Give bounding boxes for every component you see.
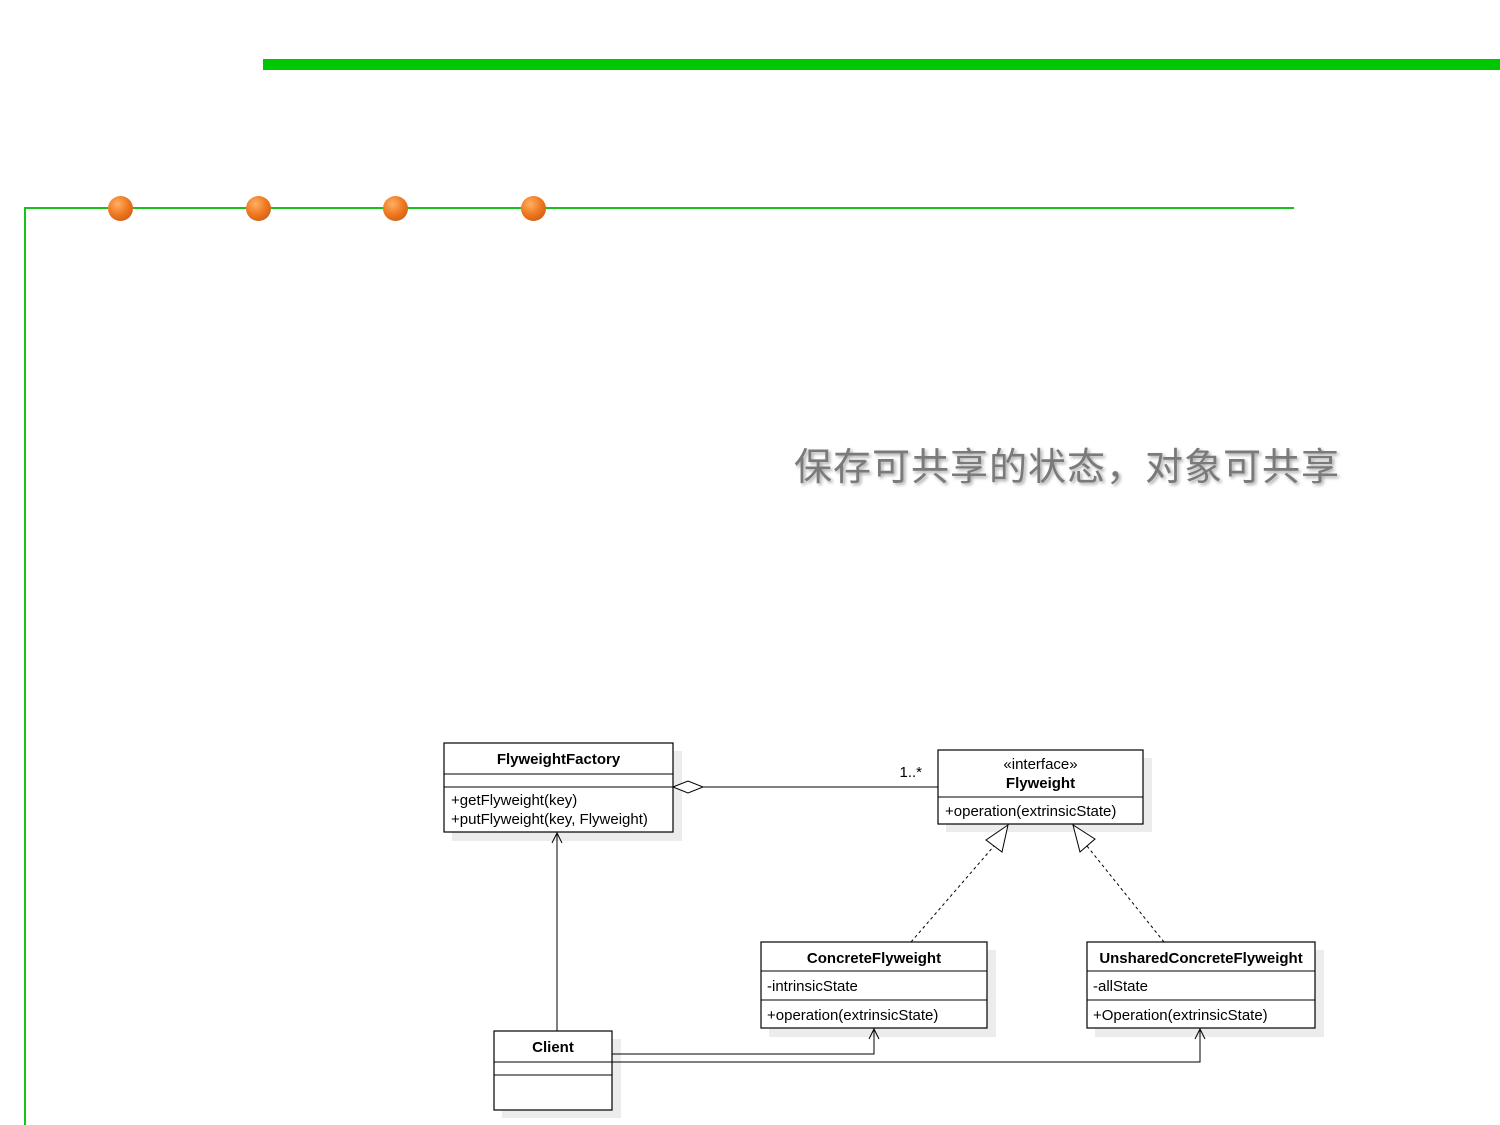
method: +putFlyweight(key, Flyweight) <box>451 811 648 828</box>
frame-top-line <box>24 207 1294 209</box>
method: +operation(extrinsicState) <box>767 1007 938 1024</box>
decoration-dot <box>383 196 408 221</box>
attribute: -intrinsicState <box>767 978 858 995</box>
association-connector <box>612 1027 880 1055</box>
frame-left-line <box>24 207 26 1125</box>
realization-connector <box>910 823 1009 943</box>
class-flyweight-factory[interactable]: FlyweightFactory +getFlyweight(key) +put… <box>443 742 674 833</box>
class-name: ConcreteFlyweight <box>807 950 941 967</box>
stereotype: «interface» <box>1003 756 1077 773</box>
realization-connector <box>1072 823 1165 943</box>
class-client[interactable]: Client <box>493 1030 613 1111</box>
class-name: FlyweightFactory <box>497 751 621 768</box>
class-concrete-flyweight[interactable]: ConcreteFlyweight -intrinsicState +opera… <box>760 941 988 1029</box>
class-flyweight-interface[interactable]: «interface» Flyweight +operation(extrins… <box>937 749 1144 825</box>
decoration-dot <box>521 196 546 221</box>
association-connector <box>612 1027 1206 1063</box>
attribute: -allState <box>1093 978 1148 995</box>
decoration-dot <box>108 196 133 221</box>
accent-bar <box>263 59 1500 70</box>
class-unshared-concrete-flyweight[interactable]: UnsharedConcreteFlyweight -allState +Ope… <box>1086 941 1316 1029</box>
multiplicity-label: 1..* <box>899 764 922 781</box>
class-name: Flyweight <box>1006 775 1075 792</box>
method: +Operation(extrinsicState) <box>1093 1007 1268 1024</box>
aggregation-connector: 1..* <box>671 764 938 794</box>
slide-subtitle: 保存可共享的状态，对象可共享 <box>794 445 1341 489</box>
method: +operation(extrinsicState) <box>945 803 1116 820</box>
decoration-dot <box>246 196 271 221</box>
method: +getFlyweight(key) <box>451 792 577 809</box>
class-name: UnsharedConcreteFlyweight <box>1099 950 1302 967</box>
association-connector <box>551 831 563 1031</box>
class-name: Client <box>532 1039 574 1056</box>
